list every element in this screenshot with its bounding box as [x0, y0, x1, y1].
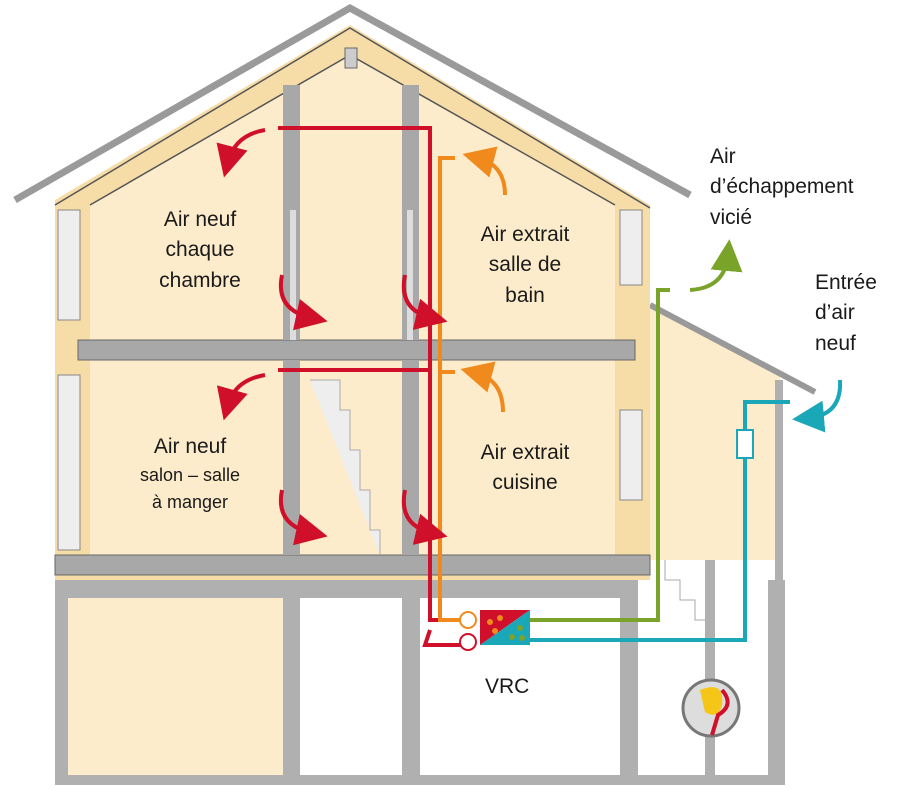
label-line: Air neuf [163, 208, 237, 231]
label-line: vicié [710, 205, 753, 229]
label-vrc: VRC [485, 675, 530, 698]
airflow-arrows [216, 128, 843, 546]
label-fresh-air-intake: Entrée d’air neuf [815, 268, 877, 359]
label-line: Air [710, 145, 736, 168]
label-line: Air extrait [480, 441, 570, 464]
extract-duct [438, 156, 462, 622]
label-line: neuf [815, 331, 856, 355]
label-line: d’échappement [710, 175, 854, 199]
label-line: Air extrait [480, 223, 570, 246]
label-living-supply: Air neuf salon – salle à manger [120, 432, 260, 515]
vrc-unit [459, 610, 530, 651]
label-line: Air neuf [153, 435, 227, 458]
basement [55, 560, 785, 785]
main-house [13, 3, 705, 621]
phi-logo [681, 678, 741, 738]
label-line: chaque [165, 238, 235, 262]
label-bedroom-supply: Air neuf chaque chambre [135, 205, 265, 296]
label-line: cuisine [492, 471, 558, 495]
exhaust-duct [530, 288, 670, 622]
label-line: à manger [151, 491, 229, 512]
label-exhaust-air: Air d’échappement vicié [710, 142, 854, 233]
label-line: chambre [159, 268, 241, 292]
label-line: bain [505, 283, 545, 307]
label-line: Entrée [815, 271, 877, 294]
label-line: salon – salle [139, 465, 241, 486]
label-line: salle de [488, 253, 562, 277]
label-kitchen-extract: Air extrait cuisine [460, 438, 590, 499]
label-line: d’air [815, 301, 855, 325]
intake-duct [530, 400, 790, 642]
annex [648, 302, 817, 780]
label-bathroom-extract: Air extrait salle de bain [460, 220, 590, 311]
